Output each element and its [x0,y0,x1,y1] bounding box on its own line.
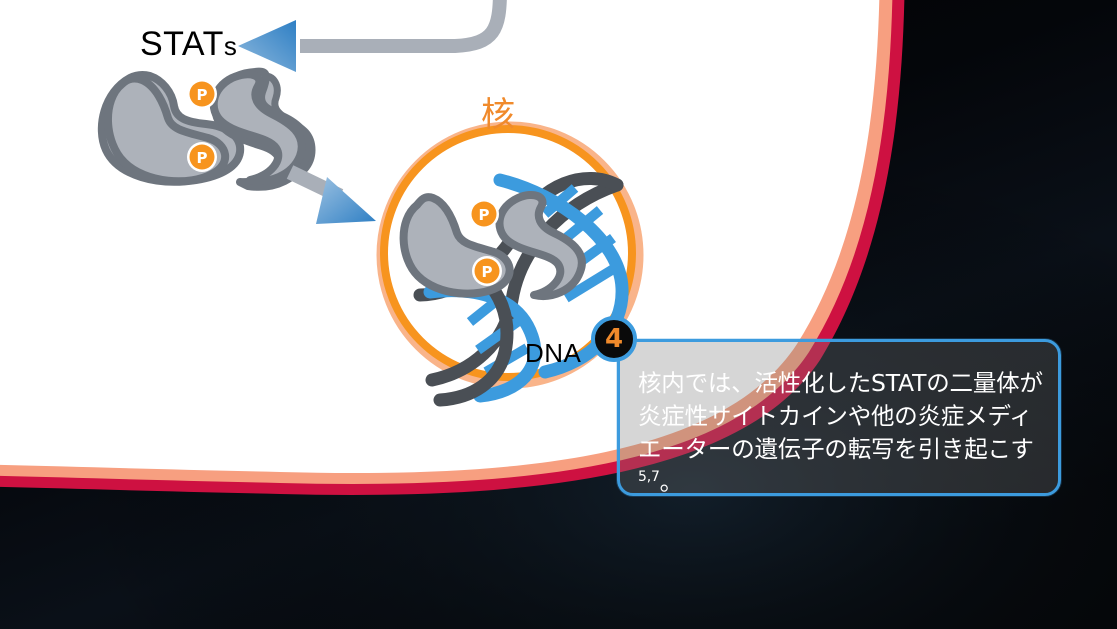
phosphate-tag-cyto-upper: P [187,79,217,109]
label-nucleus: 核 [481,95,515,135]
callout-box: 核内では、活性化したSTATの二量体が炎症性サイトカインや他の炎症メディエーター… [617,339,1061,496]
phosphate-tag-nuc-lower: P [472,256,502,286]
phosphate-label: P [197,149,208,167]
callout-line-2: 炎症性サイトカインや他の炎症メディ [638,402,1033,430]
phosphate-label: P [479,206,490,224]
phosphate-tag-nuc-upper: P [469,199,499,229]
stat-monomer-b [209,70,306,185]
step-badge-number: 4 [604,324,624,354]
stat-nuc-monomer-b [495,191,586,300]
arrow-to-nucleus [286,165,376,224]
stat-dimer-cytoplasm: P P [97,67,316,191]
phosphate-label: P [197,86,208,104]
phosphate-tag-cyto-lower: P [187,142,217,172]
arrow-to-stats [238,0,507,72]
callout-line-3: エーターの遺伝子の転写を引き起こす [638,435,1034,463]
step-badge-4: 4 [591,316,637,362]
arrow-to-stats-head [238,20,296,72]
arrow-to-nucleus-head [316,177,376,224]
dna-strand-blue [493,173,629,379]
callout-reference: 5,7 [638,469,660,486]
callout-sentence-end: 。 [659,468,684,496]
label-stats-main: STAT [140,25,224,63]
phosphate-label: P [482,263,493,281]
label-dna: DNA [525,338,582,368]
label-stats-suffix: s [223,31,238,61]
callout-line-1: 核内では、活性化したSTATの二量体が [638,369,1043,397]
label-stats: STATs [140,27,237,61]
stat-dimer-nucleus: P P [399,191,586,300]
callout-text: 核内では、活性化したSTATの二量体が炎症性サイトカインや他の炎症メディエーター… [638,367,1050,499]
arrow-to-stats-shaft [300,0,507,53]
